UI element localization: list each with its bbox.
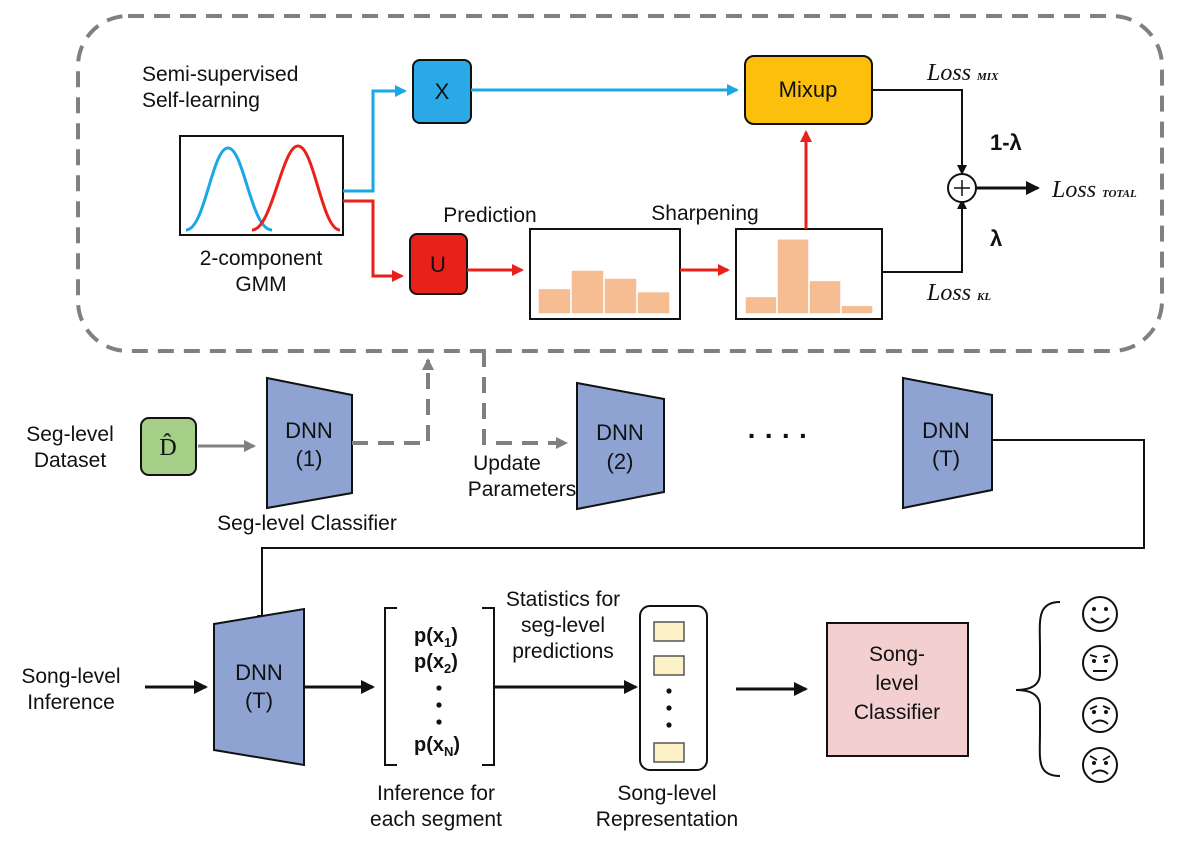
lambda-label: λ — [990, 226, 1002, 251]
song-inference-line2: Inference — [27, 691, 115, 714]
inference-line1: Inference for — [377, 782, 495, 805]
song-dnn-block — [213, 607, 305, 767]
seg-classifier-label: Seg-level Classifier — [217, 512, 397, 535]
u-label: U — [430, 252, 446, 277]
song-clf-line1: Song- — [869, 643, 925, 666]
mixup-label: Mixup — [779, 77, 838, 102]
pred-dot-3 — [436, 719, 442, 725]
inference-line2: each segment — [370, 808, 502, 831]
dataset-box — [140, 417, 197, 476]
arrow-gmm-to-u — [343, 199, 404, 282]
prediction-bar-2 — [570, 269, 605, 315]
happy-face-icon — [1082, 596, 1118, 632]
angry-face-icon — [1082, 747, 1118, 783]
gmm-label-line2: GMM — [235, 273, 286, 296]
song-rep-line1: Song-level — [617, 782, 716, 805]
sharpening-label: Sharpening — [651, 202, 758, 225]
song-rep-line2: Representation — [596, 808, 738, 831]
ellipsis-dots: · · · · — [748, 420, 809, 451]
song-classifier-box — [826, 622, 969, 757]
dashed-dnn1-to-ssl — [352, 358, 434, 445]
gmm-blue-curve — [185, 146, 273, 232]
prediction-bar-3 — [603, 277, 638, 315]
song-dnn-line1: DNN — [235, 660, 283, 685]
dnn1-line1: DNN — [285, 418, 333, 443]
rep-cell-2 — [653, 655, 685, 676]
output-curly-brace — [1015, 601, 1061, 777]
one-minus-lambda-label: 1-λ — [990, 130, 1022, 155]
song-clf-line2: level — [875, 672, 918, 695]
dnn2-block — [576, 381, 665, 511]
gmm-box — [179, 135, 344, 236]
update-params-line1: Update — [473, 452, 541, 475]
prediction-bar-1 — [537, 287, 572, 315]
sharpened-bar-2 — [776, 238, 810, 315]
arrow-gmm-to-x — [343, 85, 407, 193]
pred-vector-right-bracket — [482, 607, 495, 766]
line-mixloss-to-sum — [872, 89, 967, 175]
u-unlabeled-box — [409, 233, 468, 295]
dataset-symbol: D̂ — [159, 433, 176, 461]
dashed-ssl-to-dnn2 — [482, 351, 568, 449]
prediction-bars — [537, 269, 671, 315]
sharpened-bar-1 — [744, 295, 778, 315]
rep-cell-1 — [653, 621, 685, 642]
ssl-dashed-region — [76, 14, 1164, 353]
pred-item-2: p(x2) — [414, 651, 458, 676]
stats-line3: predictions — [512, 640, 614, 663]
rep-dot-1 — [666, 688, 672, 694]
ssl-title-line1: Semi-supervised — [142, 63, 298, 86]
gmm-red-curve — [251, 144, 341, 232]
pred-vector-left-bracket — [384, 607, 397, 766]
song-clf-line3: Classifier — [854, 701, 940, 724]
sharpened-bar-3 — [808, 279, 842, 315]
pred-dot-2 — [436, 702, 442, 708]
pred-dot-1 — [436, 685, 442, 691]
dnnT-line2: (T) — [932, 446, 960, 471]
rep-dot-2 — [666, 705, 672, 711]
ssl-title-line2: Self-learning — [142, 89, 260, 112]
rep-cell-n — [653, 742, 685, 763]
dnn2-line2: (2) — [607, 449, 634, 474]
dnn2-line1: DNN — [596, 420, 644, 445]
sharpened-bar-4 — [840, 304, 874, 315]
seg-dataset-line2: Dataset — [34, 449, 107, 472]
song-dnn-line2: (T) — [245, 688, 273, 713]
seg-dataset-line1: Seg-level — [26, 423, 114, 446]
sharpened-bars — [744, 238, 874, 315]
pred-item-n: p(xN) — [414, 734, 460, 759]
dnn1-line2: (1) — [296, 446, 323, 471]
stats-line1: Statistics for — [506, 588, 620, 611]
song-representation-box — [639, 605, 708, 771]
line-dnnT-to-song-dnn — [257, 439, 1145, 625]
song-inference-line1: Song-level — [21, 665, 120, 688]
neutral-face-icon — [1082, 645, 1118, 681]
update-params-line2: Parameters — [468, 478, 577, 501]
stats-line2: seg-level — [521, 614, 605, 637]
prediction-bar-4 — [636, 290, 671, 315]
rep-dot-3 — [666, 722, 672, 728]
dnnT-line1: DNN — [922, 418, 970, 443]
pred-item-1: p(x1) — [414, 625, 458, 650]
sad-face-icon — [1082, 697, 1118, 733]
gmm-label-line1: 2-component — [200, 247, 323, 270]
prediction-label: Prediction — [443, 204, 536, 227]
dnn1-block — [266, 376, 353, 510]
line-klloss-to-sum — [882, 199, 967, 273]
x-label: X — [435, 79, 450, 104]
dnnT-block — [902, 376, 993, 510]
